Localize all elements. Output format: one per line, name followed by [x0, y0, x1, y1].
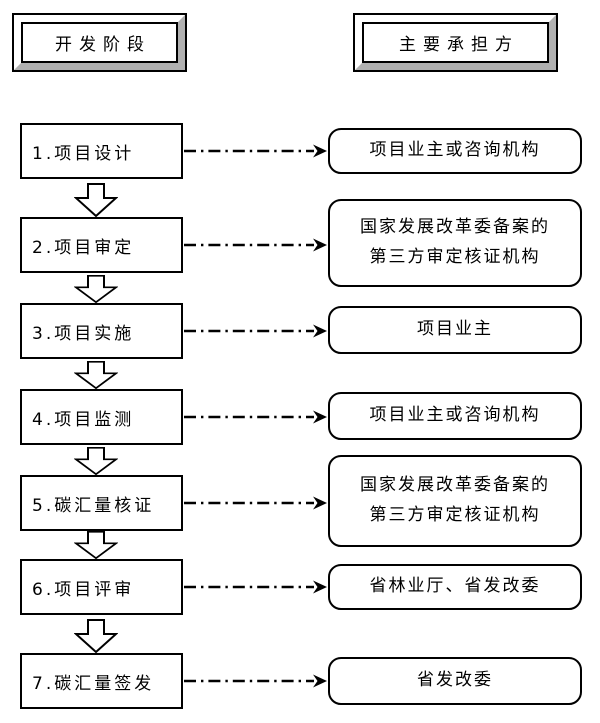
step-label-3: 3.项目实施	[32, 323, 135, 344]
down-arrow-icon-1	[74, 183, 118, 217]
step-label-6: 6.项目评审	[32, 579, 135, 600]
down-arrow-icon-4	[74, 447, 118, 475]
header-label: 开发阶段	[21, 22, 178, 63]
down-arrow-icon-5	[74, 531, 118, 559]
party-label-3: 项目业主	[417, 319, 493, 340]
step-box-1: 1.项目设计	[20, 123, 183, 179]
step-box-3: 3.项目实施	[20, 303, 183, 359]
step-box-2: 2.项目审定	[20, 217, 183, 273]
step-label-7: 7.碳汇量签发	[32, 673, 155, 694]
header-development-stage: 开发阶段	[12, 13, 187, 72]
party-box-5: 国家发展改革委备案的 第三方审定核证机构	[328, 455, 582, 547]
header-label: 主要承担方	[362, 22, 549, 63]
party-label-6: 省林业厅、省发改委	[369, 576, 541, 597]
party-box-4: 项目业主或咨询机构	[328, 392, 582, 440]
party-label-2: 国家发展改革委备案的 第三方审定核证机构	[360, 217, 550, 267]
header-bevel: 开发阶段	[14, 15, 185, 70]
header-bevel: 主要承担方	[355, 15, 556, 70]
party-label-5: 国家发展改革委备案的 第三方审定核证机构	[360, 475, 550, 525]
step-label-4: 4.项目监测	[32, 409, 135, 430]
step-label-5: 5.碳汇量核证	[32, 495, 155, 516]
header-main-party: 主要承担方	[353, 13, 558, 72]
step-label-2: 2.项目审定	[32, 237, 135, 258]
party-box-2: 国家发展改革委备案的 第三方审定核证机构	[328, 199, 582, 287]
party-label-4: 项目业主或咨询机构	[369, 405, 541, 426]
step-box-7: 7.碳汇量签发	[20, 653, 183, 709]
party-box-1: 项目业主或咨询机构	[328, 128, 582, 174]
dashdot-arrow-icon-7	[184, 674, 327, 688]
dashdot-arrow-icon-3	[184, 324, 327, 338]
dashdot-arrow-icon-2	[184, 238, 327, 252]
step-box-5: 5.碳汇量核证	[20, 475, 183, 531]
step-box-4: 4.项目监测	[20, 389, 183, 445]
step-label-1: 1.项目设计	[32, 143, 135, 164]
down-arrow-icon-2	[74, 275, 118, 303]
party-label-1: 项目业主或咨询机构	[369, 140, 541, 161]
down-arrow-icon-3	[74, 361, 118, 389]
step-box-6: 6.项目评审	[20, 559, 183, 615]
party-box-3: 项目业主	[328, 306, 582, 354]
dashdot-arrow-icon-4	[184, 410, 327, 424]
party-box-6: 省林业厅、省发改委	[328, 564, 582, 610]
down-arrow-icon-6	[74, 619, 118, 653]
party-box-7: 省发改委	[328, 657, 582, 705]
dashdot-arrow-icon-6	[184, 580, 327, 594]
dashdot-arrow-icon-1	[184, 144, 327, 158]
party-label-7: 省发改委	[417, 670, 493, 691]
dashdot-arrow-icon-5	[184, 496, 327, 510]
